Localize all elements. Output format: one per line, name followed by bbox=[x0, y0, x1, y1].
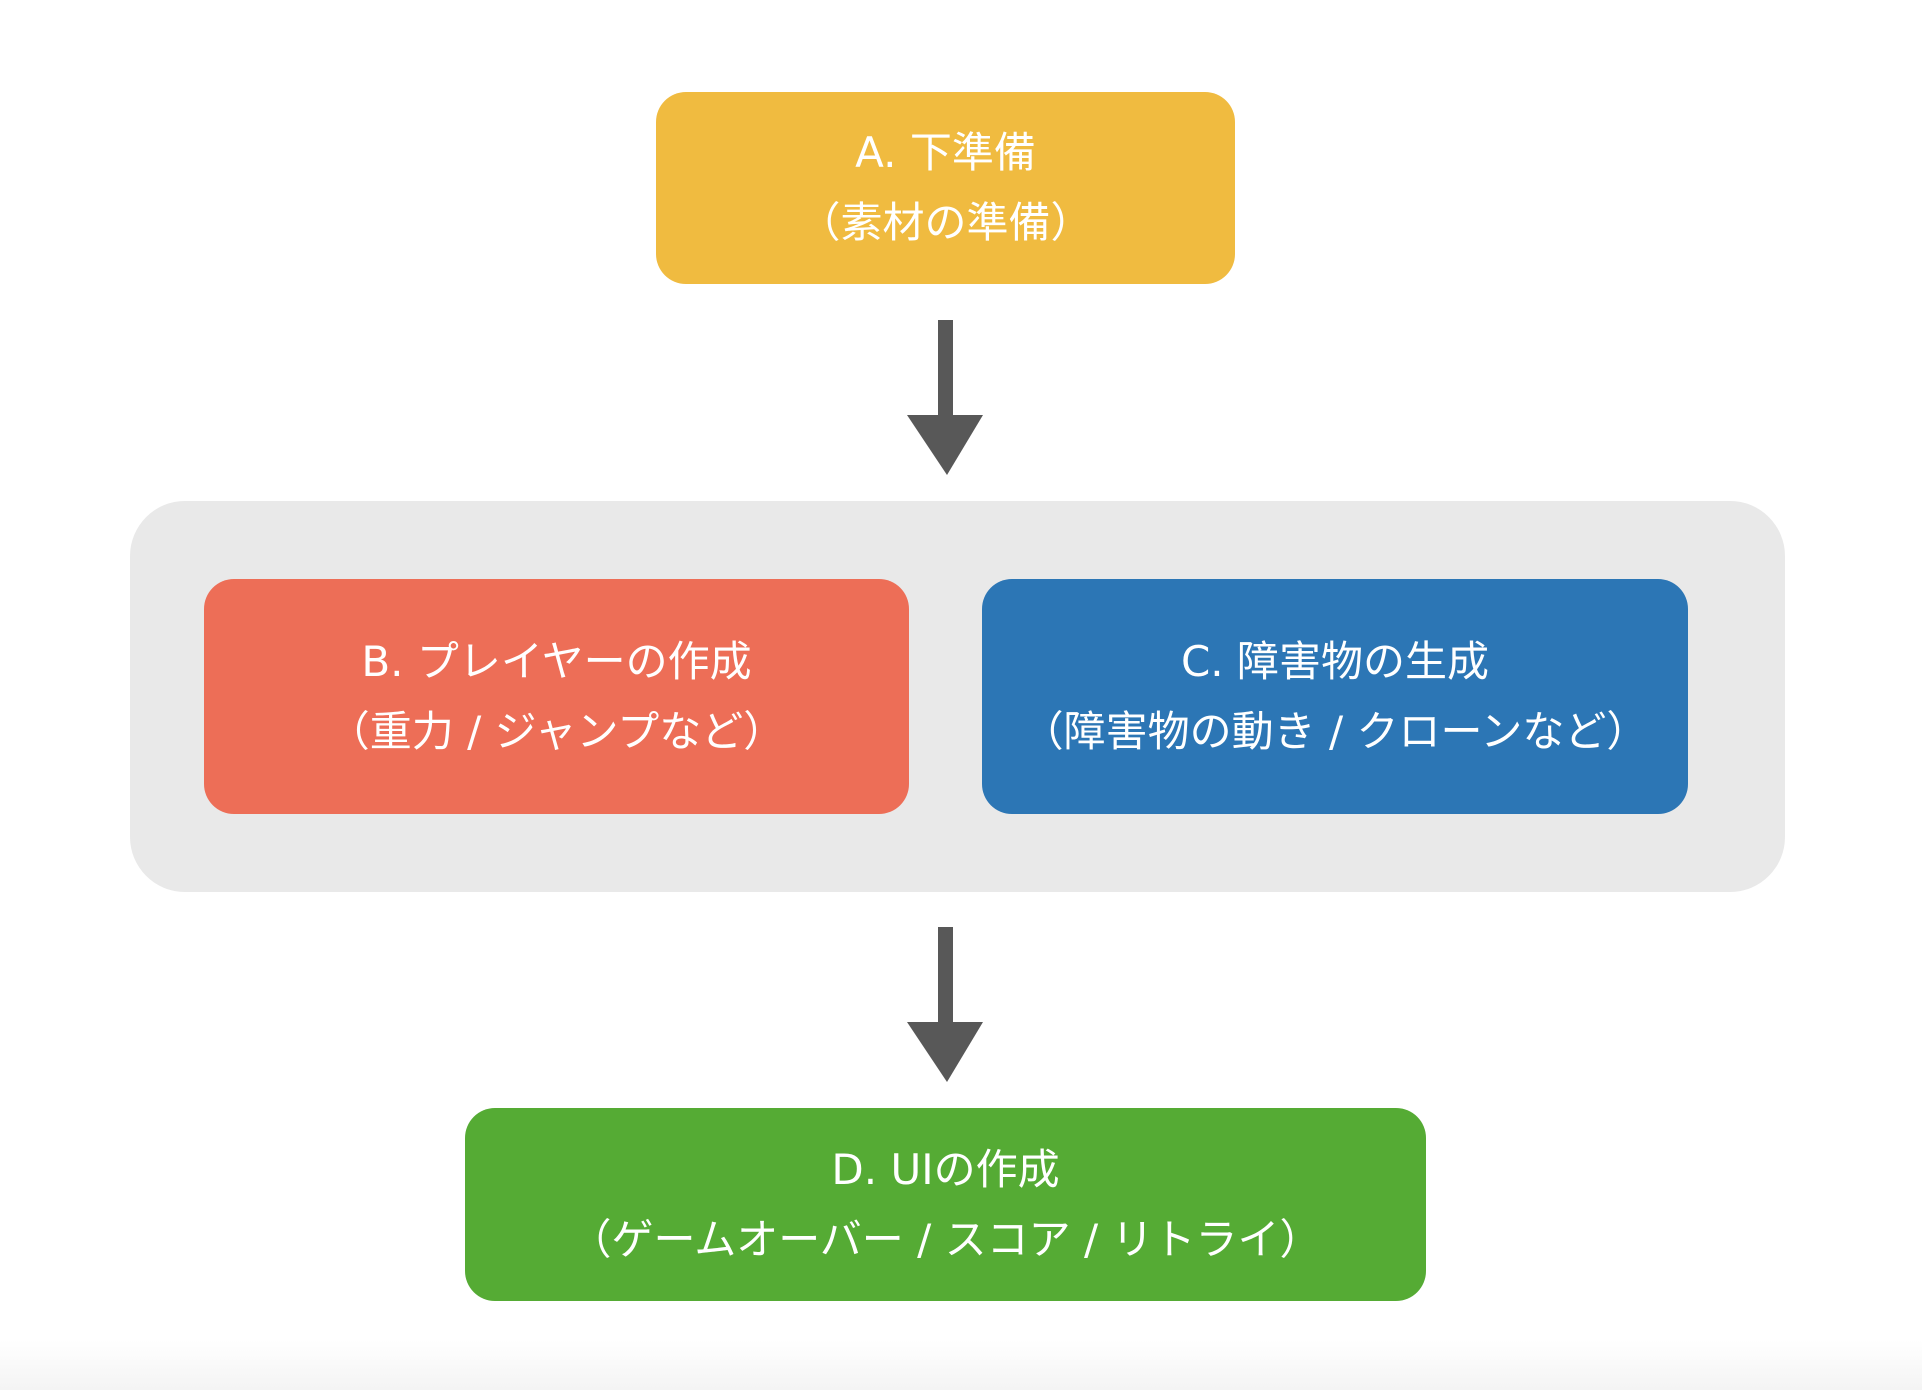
step-b-detail: （重力 / ジャンプなど） bbox=[327, 706, 786, 756]
step-d-title: D. UIの作成 bbox=[831, 1144, 1060, 1194]
down-arrow-icon bbox=[907, 320, 983, 475]
step-a-title: A. 下準備 bbox=[855, 128, 1036, 177]
step-c-detail: （障害物の動き / クローンなど） bbox=[1021, 706, 1649, 756]
step-d-detail: （ゲームオーバー / スコア / リトライ） bbox=[569, 1214, 1322, 1264]
down-arrow-icon bbox=[907, 927, 983, 1082]
step-b-box: B. プレイヤーの作成 （重力 / ジャンプなど） bbox=[204, 579, 909, 814]
step-a-detail: （素材の準備） bbox=[798, 198, 1093, 247]
step-c-title: C. 障害物の生成 bbox=[1180, 636, 1490, 686]
step-a-box: A. 下準備 （素材の準備） bbox=[656, 92, 1235, 284]
step-b-title: B. プレイヤーの作成 bbox=[361, 636, 752, 686]
step-d-box: D. UIの作成 （ゲームオーバー / スコア / リトライ） bbox=[465, 1108, 1426, 1301]
step-c-box: C. 障害物の生成 （障害物の動き / クローンなど） bbox=[982, 579, 1688, 814]
